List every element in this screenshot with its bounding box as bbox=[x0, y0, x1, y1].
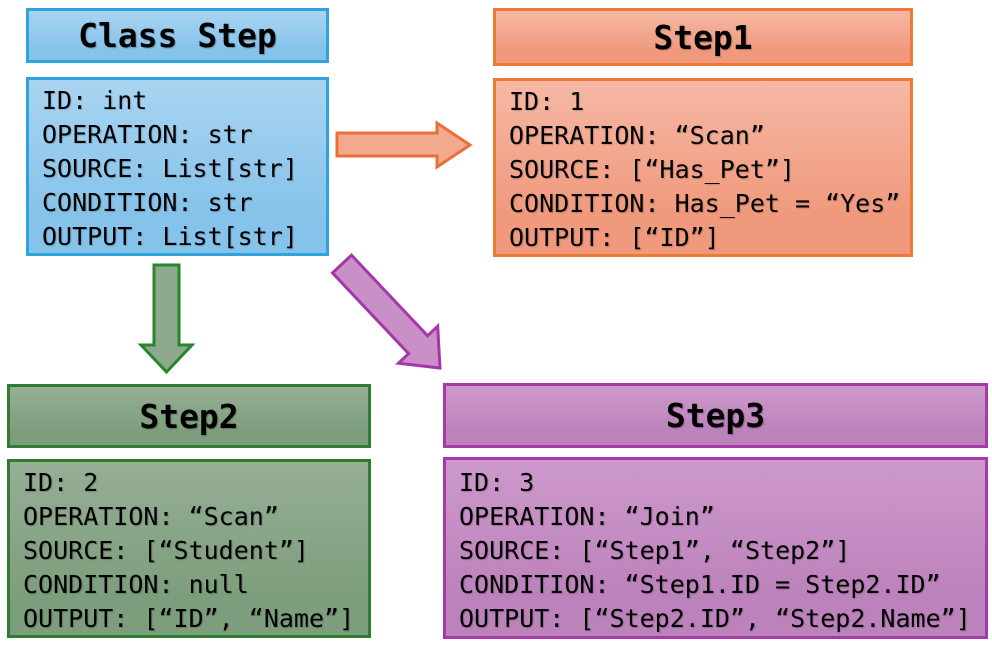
class-step-title: Class Step bbox=[78, 16, 277, 55]
class-step-field-condition: CONDITION: str bbox=[42, 188, 253, 217]
arrow-class-step-to-step1-icon bbox=[335, 120, 473, 170]
arrow-class-step-to-step2-icon bbox=[137, 263, 196, 375]
step1-field-condition: CONDITION: Has_Pet = “Yes” bbox=[509, 189, 901, 218]
step1-attributes-box: ID: 1 OPERATION: “Scan” SOURCE: [“Has_Pe… bbox=[493, 78, 913, 257]
step3-field-condition: CONDITION: “Step1.ID = Step2.ID” bbox=[459, 570, 941, 599]
step3-title-box: Step3 bbox=[443, 383, 988, 448]
step1-field-output: OUTPUT: [“ID”] bbox=[509, 223, 720, 252]
step3-field-source: SOURCE: [“Step1”, “Step2”] bbox=[459, 536, 851, 565]
step2-title: Step2 bbox=[139, 396, 239, 436]
arrow-class-step-to-step3-icon bbox=[330, 252, 442, 370]
class-step-field-operation: OPERATION: str bbox=[42, 120, 253, 149]
class-step-title-box: Class Step bbox=[26, 8, 329, 63]
step1-title: Step1 bbox=[653, 17, 753, 57]
class-step-field-source: SOURCE: List[str] bbox=[42, 154, 298, 183]
step2-field-output: OUTPUT: [“ID”, “Name”] bbox=[23, 604, 355, 633]
step1-field-operation: OPERATION: “Scan” bbox=[509, 121, 765, 150]
step3-field-operation: OPERATION: “Join” bbox=[459, 502, 715, 531]
step1-field-source: SOURCE: [“Has_Pet”] bbox=[509, 155, 795, 184]
step2-title-box: Step2 bbox=[7, 384, 371, 448]
class-step-field-id: ID: int bbox=[42, 86, 148, 115]
class-step-field-output: OUTPUT: List[str] bbox=[42, 222, 298, 251]
step2-field-operation: OPERATION: “Scan” bbox=[23, 502, 279, 531]
step1-title-box: Step1 bbox=[493, 8, 913, 66]
step2-attributes-box: ID: 2 OPERATION: “Scan” SOURCE: [“Studen… bbox=[7, 459, 371, 638]
step2-field-condition: CONDITION: null bbox=[23, 570, 249, 599]
step3-field-output: OUTPUT: [“Step2.ID”, “Step2.Name”] bbox=[459, 604, 971, 633]
class-step-attributes-box: ID: int OPERATION: str SOURCE: List[str]… bbox=[26, 77, 329, 256]
step3-attributes-box: ID: 3 OPERATION: “Join” SOURCE: [“Step1”… bbox=[443, 457, 988, 639]
step3-title: Step3 bbox=[665, 396, 766, 435]
step2-field-id: ID: 2 bbox=[23, 468, 99, 497]
step1-field-id: ID: 1 bbox=[509, 87, 585, 116]
step2-field-source: SOURCE: [“Student”] bbox=[23, 536, 309, 565]
step3-field-id: ID: 3 bbox=[459, 468, 535, 497]
